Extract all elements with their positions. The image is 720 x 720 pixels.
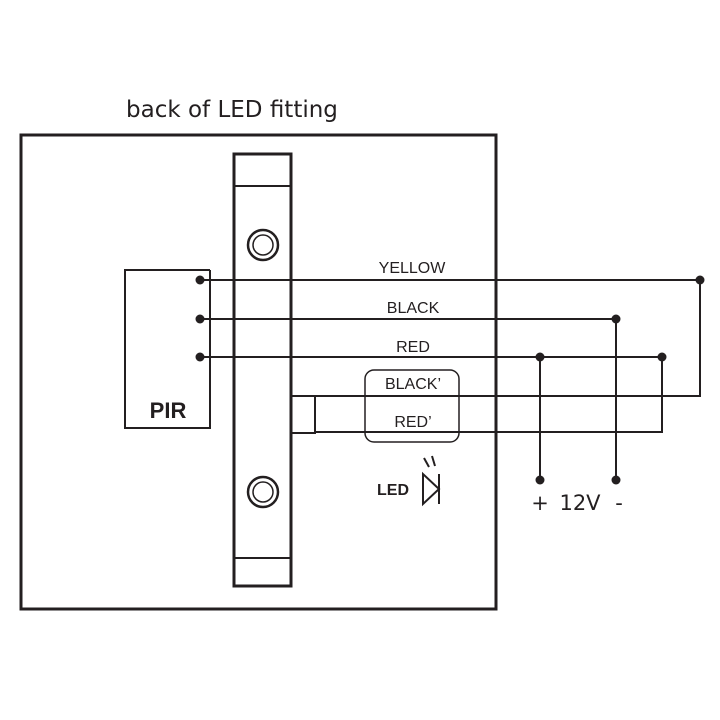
wire-yellow xyxy=(200,279,701,397)
screw-hole-bottom xyxy=(246,475,280,509)
wire-label-red: RED xyxy=(396,339,430,356)
wire-label-black-prime: BLACK’ xyxy=(385,376,441,393)
junction-black xyxy=(611,314,621,324)
supply-voltage-label: 12V xyxy=(559,491,601,515)
diagram-title: back of LED fitting xyxy=(126,97,338,123)
supply-minus-label: - xyxy=(615,491,623,515)
led-wire-label-box xyxy=(364,369,460,443)
led-fitting-outline xyxy=(19,133,498,611)
wire-red-prime xyxy=(315,357,663,433)
pir-label: PIR xyxy=(150,398,187,423)
junction-red xyxy=(657,352,667,362)
wire-label-yellow: YELLOW xyxy=(379,260,447,277)
supply-terminal-positive xyxy=(535,475,545,485)
wire-label-red-prime: RED’ xyxy=(394,414,431,431)
pir-terminal-red xyxy=(195,352,205,362)
pir-terminal-black xyxy=(195,314,205,324)
supply-terminal-negative xyxy=(611,475,621,485)
junction-yellow xyxy=(695,275,705,285)
pir-box xyxy=(124,269,211,429)
supply-plus-label: + xyxy=(531,491,549,515)
screw-hole-top xyxy=(246,228,280,262)
mounting-bracket xyxy=(232,152,293,588)
junction-red-supply xyxy=(535,352,545,362)
led-diode-icon xyxy=(422,455,441,507)
led-label: LED xyxy=(377,482,409,499)
led-connector xyxy=(290,395,316,434)
wire-label-black: BLACK xyxy=(387,300,440,317)
pir-terminal-yellow xyxy=(195,275,205,285)
